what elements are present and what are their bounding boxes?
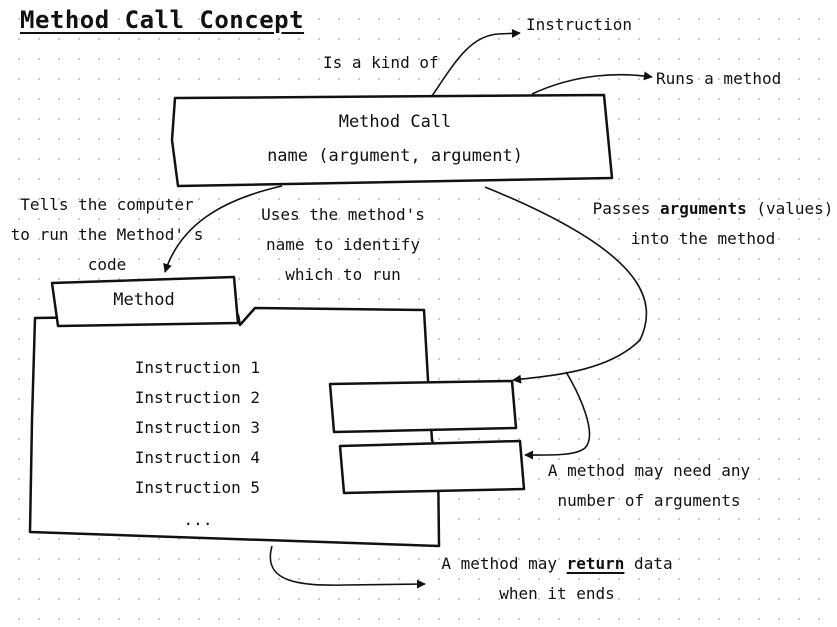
method-call-signature: name (argument, argument) [267, 146, 523, 166]
needs-arguments-line-2: number of arguments [557, 491, 741, 510]
method-call-heading: Method Call [338, 112, 452, 132]
runs-a-method-label: Runs a method [656, 69, 782, 88]
argument-slot-1 [328, 379, 518, 434]
instructions-ellipsis: ... [183, 510, 213, 529]
method-call-box [170, 93, 614, 188]
instruction-2: Instruction 2 [134, 388, 260, 407]
passes-arguments-line-2: into the method [630, 229, 776, 248]
argument-slot-2 [338, 439, 526, 495]
instruction-4: Instruction 4 [134, 448, 260, 467]
instruction-3: Instruction 3 [134, 418, 260, 437]
return-prefix: A method may [441, 554, 567, 573]
needs-arguments-line-1: A method may need any [547, 461, 751, 480]
instruction-5: Instruction 5 [134, 478, 260, 497]
uses-name-line-1: Uses the method's [261, 205, 425, 224]
arrow-return [269, 545, 426, 589]
passes-bold: arguments [660, 199, 747, 218]
arrow-to-instruction [431, 28, 521, 97]
arrow-to-argument-slot-2 [524, 371, 591, 460]
method-tab-box [50, 275, 240, 328]
tells-computer-line-2: to run the Method' s [10, 225, 204, 244]
page-title: Method Call Concept [20, 6, 305, 34]
return-bold: return [566, 554, 625, 573]
arrow-to-runs-method [531, 71, 653, 95]
return-suffix: data [624, 554, 673, 573]
tells-computer-line-3: code [87, 255, 127, 274]
method-tab-label: Method [113, 290, 175, 310]
passes-prefix: Passes [592, 199, 661, 218]
arrow-to-method-tab [163, 185, 283, 273]
is-a-kind-of-label: Is a kind of [323, 53, 439, 72]
instruction-label: Instruction [526, 15, 632, 34]
return-data-line-2: when it ends [499, 584, 615, 603]
tells-computer-line-1: Tells the computer [20, 195, 194, 214]
passes-suffix: (values) [746, 199, 834, 218]
return-data-line-1: A method may return data [416, 549, 698, 579]
instruction-1: Instruction 1 [134, 358, 260, 377]
uses-name-line-3: which to run [285, 265, 401, 284]
uses-name-line-2: name to identify [265, 235, 421, 254]
passes-arguments-line-1: Passes arguments (values) [590, 194, 836, 224]
